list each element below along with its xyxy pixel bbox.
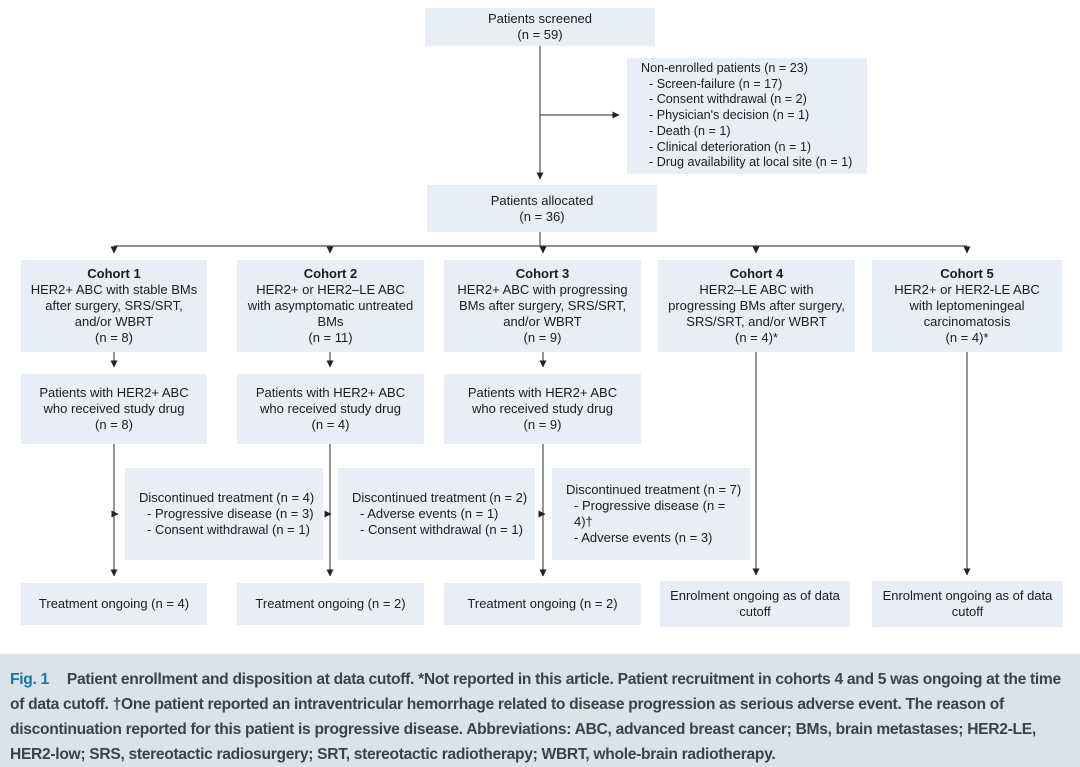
box-cohort-1: Cohort 1 HER2+ ABC with stable BMs after…: [21, 260, 207, 352]
cohort-desc: with leptomeningeal: [909, 298, 1025, 313]
list-item: - Consent withdrawal (n = 1): [147, 522, 310, 537]
box-discontinued-2: Discontinued treatment (n = 2) - Adverse…: [338, 468, 535, 560]
box-ongoing-1: Treatment ongoing (n = 4): [21, 583, 207, 625]
box-cohort-4: Cohort 4 HER2–LE ABC with progressing BM…: [658, 260, 855, 352]
box-text: (n = 36): [519, 208, 565, 224]
cohort-n: (n = 8): [95, 330, 133, 345]
box-enrolment-ongoing-4: Enrolment ongoing as of data cutoff: [660, 581, 850, 627]
cohort-title: Cohort 3: [515, 266, 570, 281]
box-non-enrolled: Non-enrolled patients (n = 23) - Screen-…: [627, 58, 867, 174]
cohort-desc: HER2+ ABC with stable BMs: [30, 282, 198, 297]
list-item: - Adverse events (n = 3): [574, 530, 713, 545]
box-text: who received study drug: [260, 401, 401, 416]
box-text: Treatment ongoing (n = 2): [255, 596, 406, 611]
box-received-drug-3: Patients with HER2+ ABC who received stu…: [444, 374, 641, 444]
box-text: Patients screened: [487, 11, 593, 26]
cohort-title: Cohort 4: [729, 266, 784, 281]
box-title: Discontinued treatment (n = 2): [352, 490, 528, 505]
box-text: Patients with HER2+ ABC: [39, 385, 189, 400]
box-n: (n = 9): [523, 417, 562, 432]
flow-connectors: [110, 46, 971, 577]
box-text: Treatment ongoing (n = 2): [467, 596, 618, 611]
box-text: Enrolment ongoing as of data: [670, 588, 840, 603]
cohort-desc: progressing BMs after surgery,: [668, 298, 845, 313]
box-title: Non-enrolled patients (n = 23): [641, 61, 808, 76]
list-item: - Clinical deterioration (n = 1): [649, 139, 812, 154]
caption-text: Patient enrollment and disposition at da…: [10, 671, 1061, 763]
cohort-desc: HER2+ or HER2–LE ABC: [256, 282, 405, 297]
box-ongoing-3: Treatment ongoing (n = 2): [444, 583, 641, 625]
box-text: Treatment ongoing (n = 4): [38, 596, 190, 611]
cohort-title: Cohort 2: [303, 266, 358, 281]
cohort-desc: carcinomatosis: [923, 314, 1011, 329]
cohort-n: (n = 4)*: [945, 330, 989, 345]
box-n: (n = 8): [95, 417, 133, 432]
box-title: Discontinued treatment (n = 4): [139, 490, 315, 505]
cohort-desc: and/or WBRT: [503, 314, 582, 329]
box-n: (n = 4): [311, 417, 350, 432]
list-item: - Physician's decision (n = 1): [649, 108, 810, 123]
cohort-title: Cohort 5: [940, 266, 994, 281]
cohort-n: (n = 9): [523, 330, 562, 345]
box-patients-allocated: Patients allocated (n = 36): [427, 185, 657, 232]
box-text: who received study drug: [472, 401, 613, 416]
list-item: - Adverse events (n = 1): [360, 506, 499, 521]
cohort-desc: BMs: [317, 314, 344, 329]
box-text: cutoff: [951, 604, 984, 619]
box-text: Patients with HER2+ ABC: [467, 385, 618, 400]
box-text: Patients allocated: [490, 192, 594, 208]
box-discontinued-1: Discontinued treatment (n = 4) - Progres…: [125, 468, 323, 560]
cohort-desc: with asymptomatic untreated: [247, 298, 414, 313]
box-text: cutoff: [739, 604, 771, 619]
list-item: - Consent withdrawal (n = 2): [649, 92, 807, 107]
cohort-desc: SRS/SRT, and/or WBRT: [686, 314, 827, 329]
box-cohort-5: Cohort 5 HER2+ or HER2-LE ABC with lepto…: [872, 260, 1062, 352]
box-title: Discontinued treatment (n = 7): [566, 482, 742, 497]
box-discontinued-3: Discontinued treatment (n = 7) - Progres…: [552, 468, 750, 560]
cohort-desc: HER2–LE ABC with: [699, 282, 814, 297]
box-received-drug-2: Patients with HER2+ ABC who received stu…: [237, 374, 424, 444]
cohort-n: (n = 4)*: [735, 330, 778, 345]
cohort-desc: after surgery, SRS/SRT,: [45, 298, 183, 313]
figure-label: Fig. 1: [10, 671, 49, 688]
box-patients-screened: Patients screened (n = 59): [425, 8, 655, 46]
box-text: (n = 59): [517, 27, 563, 42]
cohort-desc: and/or WBRT: [74, 314, 154, 329]
cohort-title: Cohort 1: [87, 266, 141, 281]
box-text: Enrolment ongoing as of data: [882, 588, 1053, 603]
box-cohort-2: Cohort 2 HER2+ or HER2–LE ABC with asymp…: [237, 260, 424, 352]
box-ongoing-2: Treatment ongoing (n = 2): [237, 583, 424, 625]
cohort-desc: BMs after surgery, SRS/SRT,: [458, 298, 627, 313]
box-text: Patients with HER2+ ABC: [255, 385, 406, 400]
box-text: who received study drug: [43, 401, 185, 416]
box-received-drug-1: Patients with HER2+ ABC who received stu…: [21, 374, 207, 444]
list-item: - Drug availability at local site (n = 1…: [649, 155, 853, 170]
cohort-desc: HER2+ ABC with progressing: [457, 282, 628, 297]
box-enrolment-ongoing-5: Enrolment ongoing as of data cutoff: [872, 581, 1063, 627]
list-item: - Death (n = 1): [649, 123, 731, 138]
list-item: - Consent withdrawal (n = 1): [360, 522, 523, 537]
list-item: - Screen-failure (n = 17): [649, 76, 783, 91]
box-cohort-3: Cohort 3 HER2+ ABC with progressing BMs …: [444, 260, 641, 352]
list-item: - Progressive disease (n = 3): [147, 506, 314, 521]
cohort-desc: HER2+ or HER2-LE ABC: [894, 282, 1040, 297]
list-item: - Progressive disease (n = 4)†: [574, 498, 726, 529]
cohort-n: (n = 11): [308, 330, 353, 345]
